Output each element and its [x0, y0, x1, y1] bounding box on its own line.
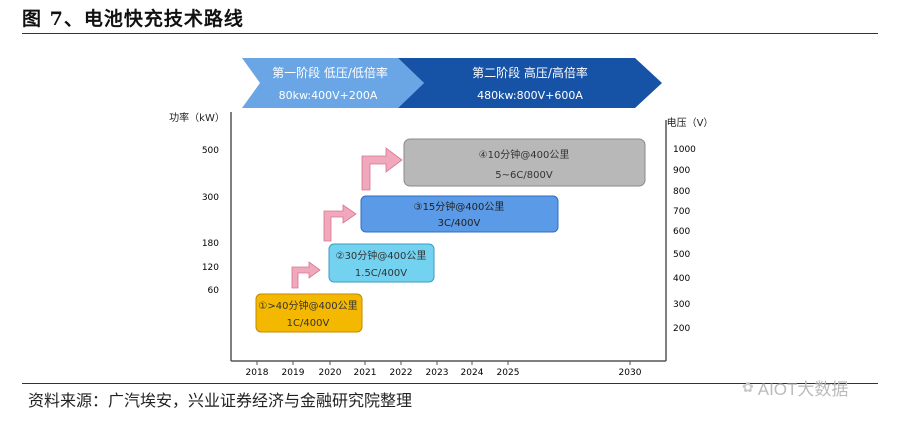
right-tick-label: 600 — [673, 227, 690, 237]
phase-1-spec: 80kw:400V+200A — [279, 89, 378, 102]
stage-2-box — [328, 243, 435, 283]
phase-2-chevron — [398, 58, 662, 108]
watermark-text: AIOT大数据 — [757, 380, 849, 399]
x-tick-label: 2020 — [319, 368, 342, 378]
left-tick-label: 500 — [202, 146, 219, 156]
step-arrow-1 — [291, 261, 321, 289]
right-tick-label: 900 — [673, 166, 690, 176]
right-tick-label: 500 — [673, 250, 690, 260]
left-tick-label: 120 — [202, 263, 219, 273]
left-tick-label: 180 — [202, 239, 219, 249]
x-tick-label: 2024 — [461, 368, 484, 378]
stage-1-line1: ①>40分钟@400公里 — [258, 299, 357, 312]
right-tick-label: 400 — [673, 274, 690, 284]
stage-4-line2: 5~6C/800V — [495, 170, 553, 181]
wechat-icon: ✿ — [742, 379, 754, 395]
watermark: ✿ AIOT大数据 — [742, 375, 848, 400]
stage-3-box — [360, 195, 559, 233]
right-axis-label: 电压（V） — [667, 116, 714, 129]
phase-1-name: 第一阶段 低压/低倍率 — [272, 65, 388, 80]
stage-4-line1: ④10分钟@400公里 — [479, 148, 570, 161]
right-tick-label: 800 — [673, 187, 690, 197]
right-tick-label: 700 — [673, 207, 690, 217]
right-tick-label: 200 — [673, 324, 690, 334]
left-tick-label: 60 — [208, 286, 220, 296]
x-axis-ticks: 2018 2019 2020 2021 2022 2023 2024 2025 … — [246, 361, 642, 378]
top-divider — [22, 33, 878, 34]
x-tick-label: 2021 — [354, 368, 377, 378]
bottom-divider — [22, 383, 878, 384]
step-arrow-3 — [361, 147, 403, 191]
stage-2-line2: 1.5C/400V — [355, 268, 407, 279]
right-axis-ticks: 1000 900 800 700 600 500 400 300 200 — [673, 145, 696, 334]
phase-1-chevron — [242, 58, 424, 108]
phase-2-name: 第二阶段 高压/高倍率 — [472, 65, 588, 80]
x-tick-label: 2019 — [282, 368, 305, 378]
right-tick-label: 300 — [673, 300, 690, 310]
x-tick-label: 2030 — [619, 368, 642, 378]
stage-2-line1: ②30分钟@400公里 — [336, 249, 427, 262]
x-tick-label: 2022 — [390, 368, 413, 378]
x-tick-label: 2018 — [246, 368, 269, 378]
stage-3-line1: ③15分钟@400公里 — [414, 200, 505, 213]
left-axis-label: 功率（kW） — [169, 111, 225, 124]
figure-title: 图 7、电池快充技术路线 — [22, 8, 244, 30]
step-arrow-2 — [323, 204, 357, 242]
left-tick-label: 300 — [202, 193, 219, 203]
left-axis-ticks: 500 300 180 120 60 — [202, 146, 219, 296]
phase-2-spec: 480kw:800V+600A — [477, 89, 583, 102]
x-tick-label: 2023 — [426, 368, 449, 378]
stage-4-box — [403, 138, 646, 187]
source-note: 资料来源：广汽埃安，兴业证券经济与金融研究院整理 — [28, 391, 413, 410]
x-tick-label: 2025 — [497, 368, 520, 378]
right-tick-label: 1000 — [673, 145, 696, 155]
stage-1-box — [255, 293, 363, 333]
stage-3-line2: 3C/400V — [438, 218, 481, 229]
stage-1-line2: 1C/400V — [287, 318, 330, 329]
